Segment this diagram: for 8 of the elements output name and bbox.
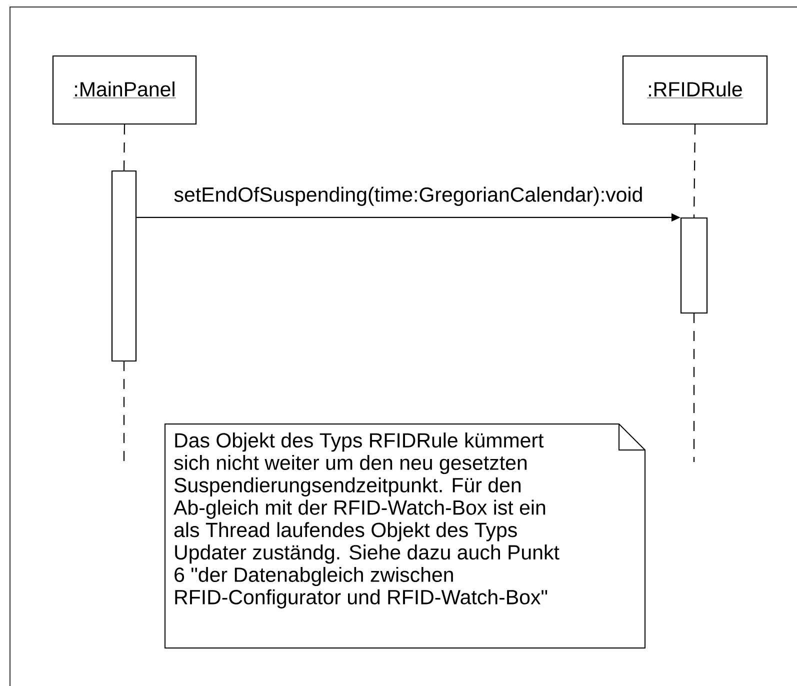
message-label: setEndOfSuspending(time:GregorianCalendar):void [174, 186, 642, 206]
activation-bar [111, 170, 137, 362]
note: Das Objekt des Typs RFIDRule kümmert sich nicht weiter um den neu gesetzten Suspendierungsendzeitpunkt. Für den Ab-gleich mit der RFID-Watch-Box ist ein als Thread laufendes Objekt des Typs Updater zuständg. Siehe dazu auch Punkt 6 "der Datenabgleich zwischen RFID-Configurator und RFID-Watch-Box" [164, 424, 646, 648]
object-box: :RFIDRule [622, 55, 768, 125]
activation-bar [680, 217, 708, 314]
object-box: :MainPanel [52, 55, 197, 125]
lifeline [123, 124, 126, 170]
lifeline [693, 124, 696, 218]
